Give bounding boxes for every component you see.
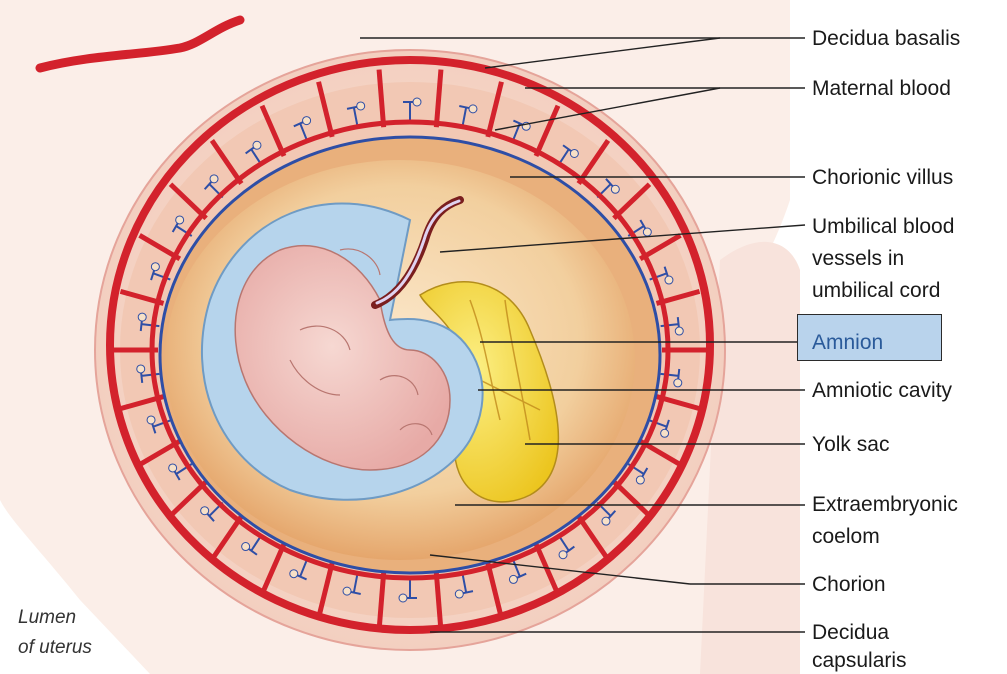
villus-tip bbox=[201, 507, 209, 515]
villus-tip bbox=[399, 594, 407, 602]
villus-tip bbox=[137, 365, 145, 373]
villus-tip bbox=[570, 149, 578, 157]
villus-tip bbox=[413, 98, 421, 106]
label-decidua-basalis: Decidua basalis bbox=[812, 26, 960, 52]
villus-tip bbox=[455, 590, 463, 598]
villus-tip bbox=[357, 102, 365, 110]
label-chorion: Chorion bbox=[812, 572, 886, 598]
label-extraembryonic-line2: coelom bbox=[812, 524, 880, 550]
villus-tip bbox=[242, 543, 250, 551]
villus-tip bbox=[169, 464, 177, 472]
villus-tip bbox=[210, 175, 218, 183]
villus-tip bbox=[176, 216, 184, 224]
label-extraembryonic-line1: Extraembryonic bbox=[812, 492, 958, 518]
label-chorionic-villus: Chorionic villus bbox=[812, 165, 953, 191]
label-lumen-line2: of uterus bbox=[18, 636, 92, 660]
villus-tip bbox=[509, 575, 517, 583]
villus-tip bbox=[290, 570, 298, 578]
villus-tip bbox=[343, 587, 351, 595]
villus-tip bbox=[643, 228, 651, 236]
label-lumen-line1: Lumen bbox=[18, 606, 76, 630]
label-umbilical-line2: vessels in bbox=[812, 246, 904, 272]
label-amniotic-cavity: Amniotic cavity bbox=[812, 378, 952, 404]
villus-tip bbox=[636, 476, 644, 484]
villus-tip bbox=[665, 276, 673, 284]
label-maternal-blood: Maternal blood bbox=[812, 76, 951, 102]
villus-tip bbox=[675, 327, 683, 335]
villus-tip bbox=[303, 117, 311, 125]
villus-tip bbox=[253, 141, 261, 149]
villus-tip bbox=[469, 105, 477, 113]
villus-tip bbox=[611, 185, 619, 193]
villus-tip bbox=[138, 313, 146, 321]
villus-tip bbox=[151, 263, 159, 271]
villus-tip bbox=[674, 379, 682, 387]
label-umbilical-line3: umbilical cord bbox=[812, 278, 940, 304]
label-umbilical-line1: Umbilical blood bbox=[812, 214, 954, 240]
label-decidua-capsularis-line1: Decidua bbox=[812, 620, 889, 646]
villus-tip bbox=[147, 416, 155, 424]
villus-tip bbox=[559, 551, 567, 559]
label-yolk-sac: Yolk sac bbox=[812, 432, 889, 458]
label-decidua-capsularis-line2: capsularis bbox=[812, 648, 907, 674]
villus-tip bbox=[602, 517, 610, 525]
label-amnion: Amnion bbox=[812, 330, 883, 356]
villus-tip bbox=[661, 429, 669, 437]
